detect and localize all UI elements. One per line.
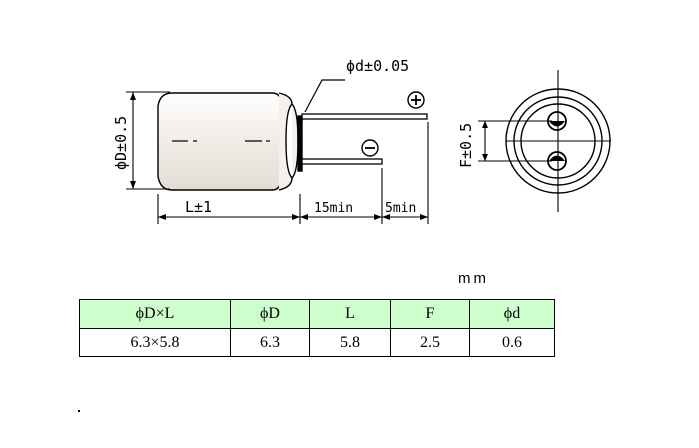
- spec-table-row: 6.3×5.8 6.3 5.8 2.5 0.6: [79, 328, 555, 357]
- dim-lead-15-label: 15min: [314, 201, 353, 216]
- cell-pitch: 2.5: [390, 328, 470, 357]
- cell-diameter-length: 6.3×5.8: [79, 328, 231, 357]
- dim-lead-dia-label: ϕd±0.05: [346, 57, 409, 75]
- header-lead-diameter: ϕd: [469, 299, 555, 329]
- units-label: mm: [458, 270, 489, 287]
- header-diameter: ϕD: [230, 299, 310, 329]
- leads: [301, 113, 428, 165]
- spec-table-header-row: ϕD×L ϕD L F ϕd: [79, 299, 555, 329]
- dim-lengths: [157, 122, 429, 224]
- dim-pitch-label: F±0.5: [457, 123, 475, 168]
- cell-diameter: 6.3: [230, 328, 310, 357]
- header-length: L: [309, 299, 391, 329]
- dim-body-dia-label: ϕD±0.5: [112, 116, 130, 170]
- end-view-crosshair: [506, 70, 611, 212]
- plus-symbol: [407, 91, 425, 109]
- spec-table: ϕD×L ϕD L F ϕd 6.3×5.8 6.3 5.8 2.5 0.6: [79, 299, 555, 357]
- dim-body-dia: [126, 91, 170, 190]
- capacitor-body: [157, 92, 303, 191]
- cell-lead-diameter: 0.6: [469, 328, 555, 357]
- dim-pitch: [478, 120, 552, 162]
- header-diameter-length: ϕD×L: [79, 299, 231, 329]
- dim-lead-5-label: 5min: [385, 201, 416, 216]
- header-pitch: F: [390, 299, 470, 329]
- stray-dot: [78, 410, 80, 412]
- minus-symbol: [361, 139, 379, 157]
- cell-length: 5.8: [309, 328, 391, 357]
- dim-length-label: L±1: [185, 198, 212, 216]
